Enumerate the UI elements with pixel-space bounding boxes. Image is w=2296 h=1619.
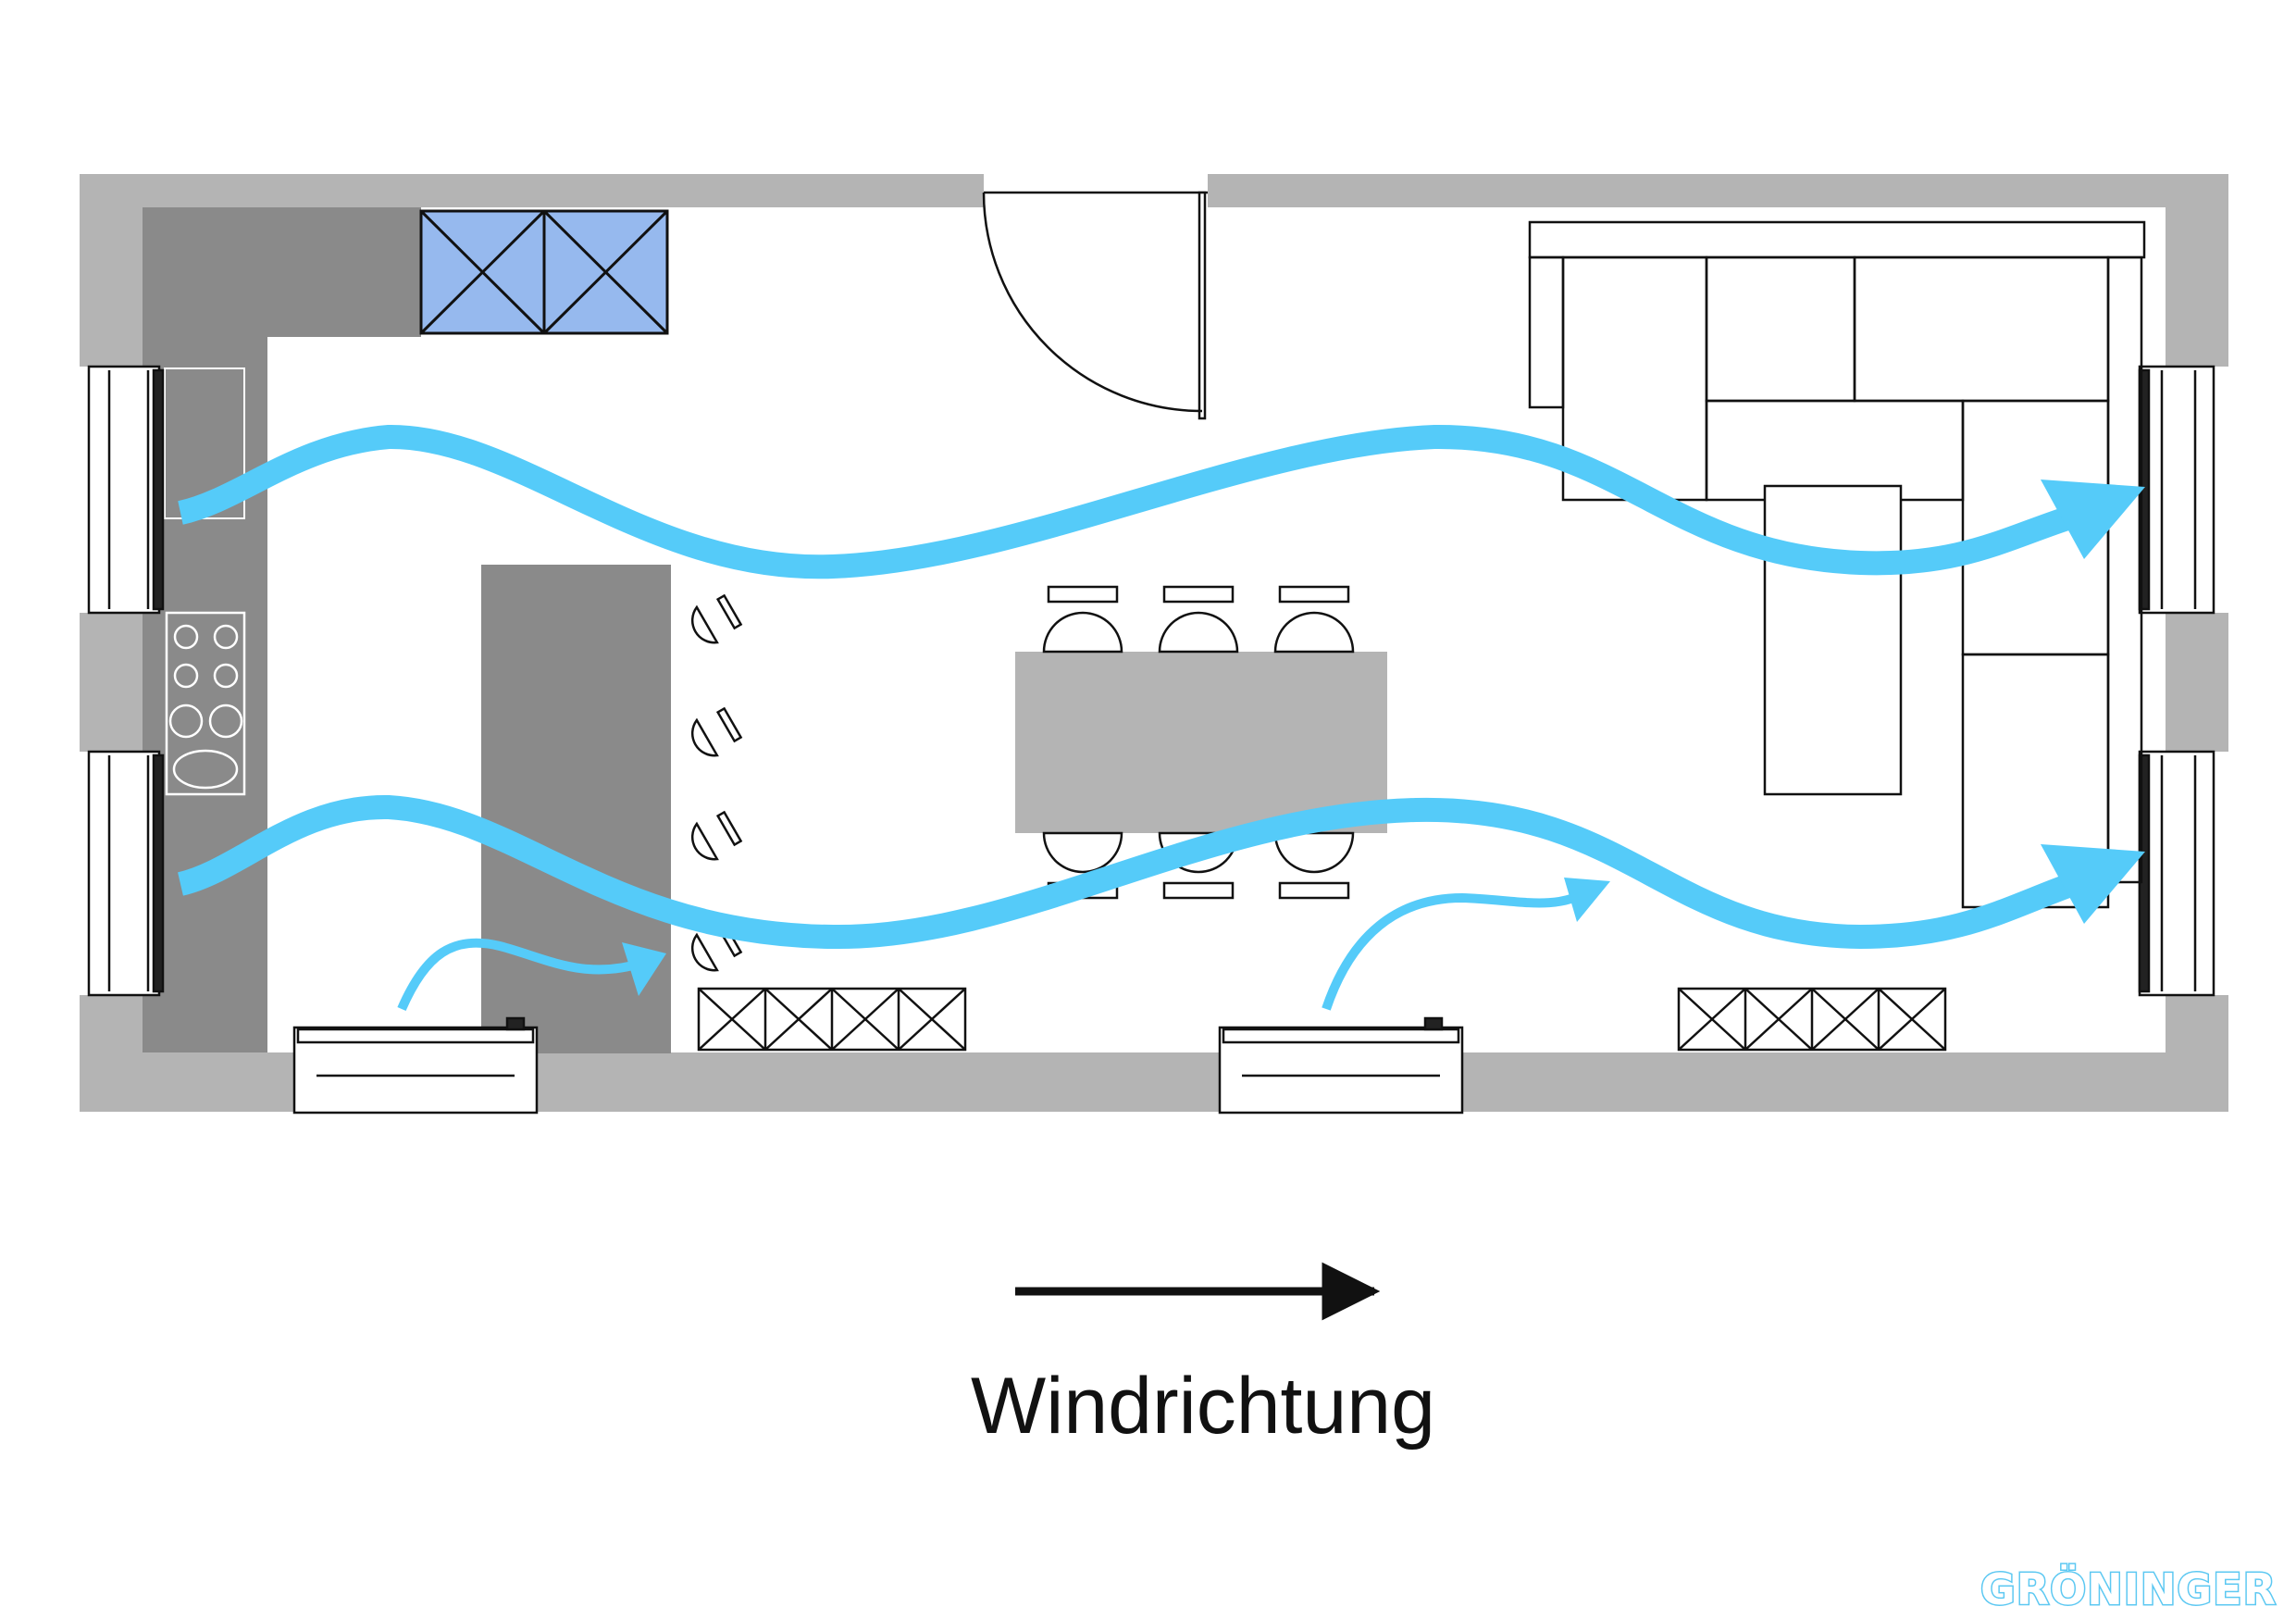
dining-table xyxy=(1015,652,1387,833)
kitchen-counter xyxy=(143,207,421,1052)
airflow-small-right-head xyxy=(1564,878,1610,922)
airflow-top-head xyxy=(2041,479,2145,559)
outer-walls xyxy=(80,174,2228,1112)
bar-stools xyxy=(690,593,743,972)
right-windows xyxy=(2138,365,2215,997)
low-cabinets-left xyxy=(697,987,967,1052)
airflow-arrows xyxy=(177,424,2145,1011)
airflow-small-right xyxy=(1322,886,1593,1011)
airflow-small-left-head xyxy=(622,942,666,996)
airflow-mid-head xyxy=(2041,844,2145,924)
cooktop xyxy=(165,611,246,796)
coffee-table xyxy=(1763,484,1903,796)
sink xyxy=(164,367,245,519)
fridge-cabinets xyxy=(419,209,669,335)
low-cabinets-right xyxy=(1677,987,1947,1052)
left-windows xyxy=(87,365,165,997)
entrance-door xyxy=(982,191,1208,420)
brand-logo: GRÖNINGER xyxy=(1980,1563,2277,1616)
airflow-mid xyxy=(177,794,2078,950)
airflow-small-left xyxy=(397,938,645,1011)
wind-direction-label: Windrichtung xyxy=(971,1362,1435,1451)
bottom-windows xyxy=(292,1016,1464,1115)
airflow-top xyxy=(177,424,2077,579)
